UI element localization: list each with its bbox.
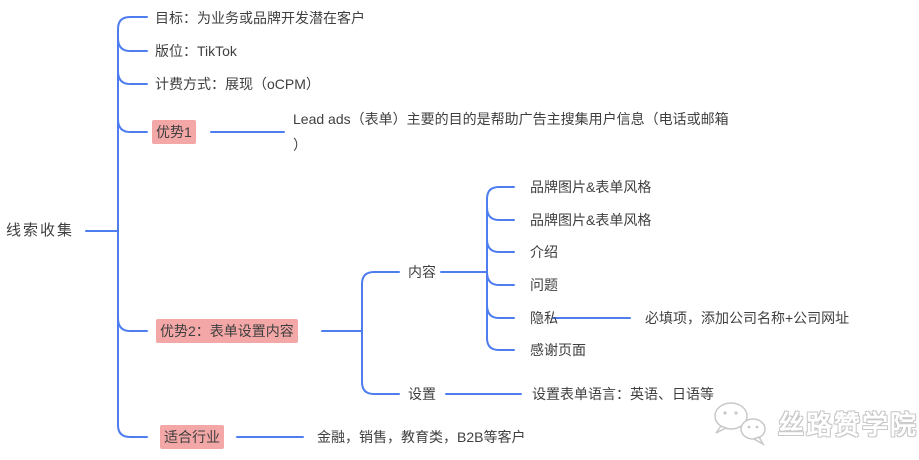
node-privacy[interactable]: 隐私 <box>530 310 558 326</box>
connector-child-2 <box>486 206 515 221</box>
connector-branch-advantage1 <box>117 118 148 133</box>
connector-branch-billing <box>117 70 148 85</box>
node-advantage1[interactable]: 优势1 <box>152 120 196 144</box>
connector-main-spine <box>117 16 148 438</box>
node-thankyou-page[interactable]: 感谢页面 <box>530 342 586 358</box>
node-goal[interactable]: 目标：为业务或品牌开发潜在客户 <box>155 10 365 26</box>
node-questions[interactable]: 问题 <box>530 277 558 293</box>
advantage1-note-line2: ） <box>293 137 307 153</box>
chat-bubbles-icon <box>714 402 766 446</box>
node-introduction[interactable]: 介绍 <box>530 244 558 260</box>
connector-sub-spine <box>361 271 400 395</box>
node-placement[interactable]: 版位：TikTok <box>155 43 237 59</box>
connector-children-spine <box>486 186 515 351</box>
node-brand-style-1[interactable]: 品牌图片&表单风格 <box>530 179 652 195</box>
connector-branch-placement <box>117 37 148 52</box>
node-content[interactable]: 内容 <box>408 264 436 280</box>
node-advantage1-note[interactable]: Lead ads（表单）主要的目的是帮助广告主搜集用户信息（电话或邮箱 ） <box>293 106 729 158</box>
node-root[interactable]: 线索收集 <box>6 222 75 239</box>
advantage1-note-line1: Lead ads（表单）主要的目的是帮助广告主搜集用户信息（电话或邮箱 <box>293 111 729 127</box>
connector-branch-advantage2 <box>117 317 148 332</box>
node-advantage2[interactable]: 优势2：表单设置内容 <box>156 319 298 343</box>
node-industry[interactable]: 适合行业 <box>160 425 224 449</box>
node-industry-note[interactable]: 金融，销售，教育类，B2B等客户 <box>317 429 526 445</box>
node-settings-note[interactable]: 设置表单语言：英语、日语等 <box>532 386 714 402</box>
node-brand-style-2[interactable]: 品牌图片&表单风格 <box>530 212 652 228</box>
node-privacy-note[interactable]: 必填项，添加公司名称+公司网址 <box>645 310 850 326</box>
connector-child-5 <box>486 304 515 319</box>
watermark: 丝路赞学院 <box>708 399 918 447</box>
connector-child-4 <box>486 271 515 286</box>
node-billing[interactable]: 计费方式：展现（oCPM） <box>155 76 320 92</box>
node-settings[interactable]: 设置 <box>408 386 436 402</box>
watermark-text: 丝路赞学院 <box>778 409 919 440</box>
connector-child-3 <box>486 238 515 253</box>
